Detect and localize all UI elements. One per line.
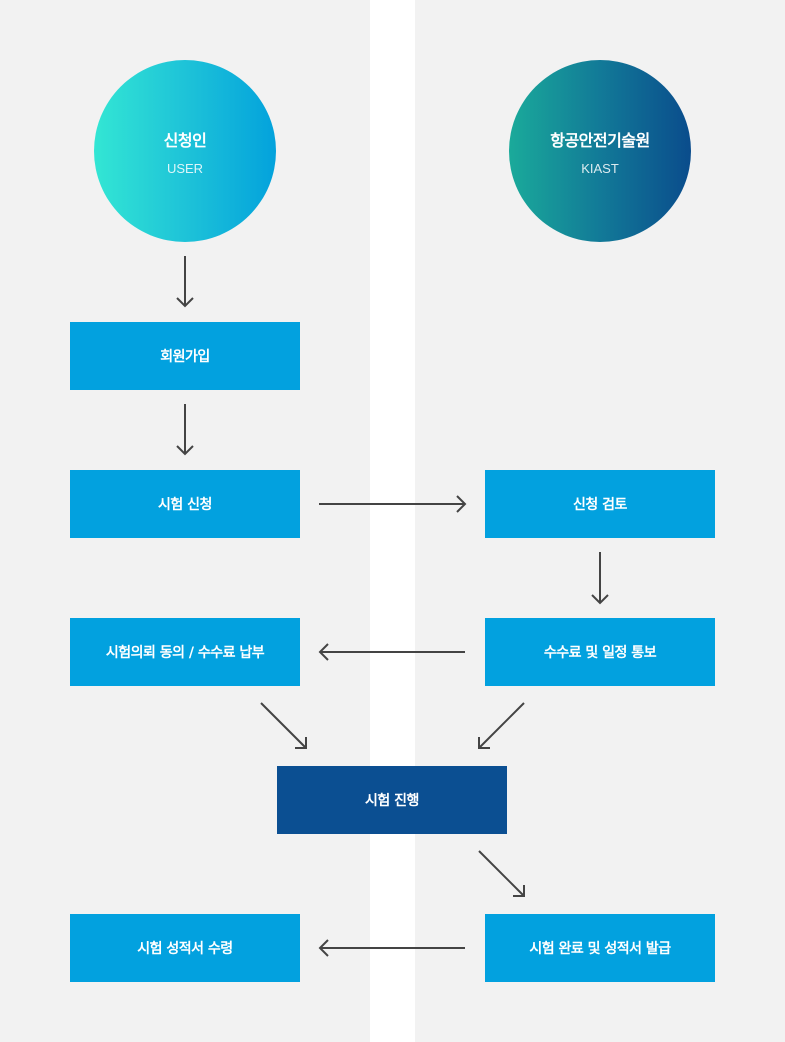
actor-user-subtitle: USER: [166, 160, 204, 176]
arrow-right-icon: [319, 495, 467, 513]
arrow-down-right-icon: [260, 702, 307, 749]
step-progress: 시험 진행: [277, 766, 507, 834]
arrow-down-right-icon: [478, 850, 525, 897]
center-divider: [370, 0, 415, 1042]
arrow-down-icon: [176, 404, 194, 456]
step-review: 신청 검토: [485, 470, 715, 538]
actor-kiast-subtitle: KIAST: [581, 160, 619, 176]
arrow-down-icon: [591, 552, 609, 605]
arrow-down-left-icon: [478, 702, 525, 749]
actor-kiast-circle: 항공안전기술원 KIAST: [509, 60, 691, 242]
step-signup: 회원가입: [70, 322, 300, 390]
step-apply: 시험 신청: [70, 470, 300, 538]
step-issue: 시험 완료 및 성적서 발급: [485, 914, 715, 982]
actor-user-title: 신청인: [163, 130, 207, 150]
step-consent: 시험의뢰 동의 / 수수료 납부: [70, 618, 300, 686]
arrow-down-icon: [176, 256, 194, 308]
arrow-left-icon: [318, 939, 465, 957]
step-notify: 수수료 및 일정 통보: [485, 618, 715, 686]
actor-kiast-title: 항공안전기술원: [550, 130, 650, 150]
step-receive: 시험 성적서 수령: [70, 914, 300, 982]
actor-user-circle: 신청인 USER: [94, 60, 276, 242]
arrow-left-icon: [318, 643, 465, 661]
